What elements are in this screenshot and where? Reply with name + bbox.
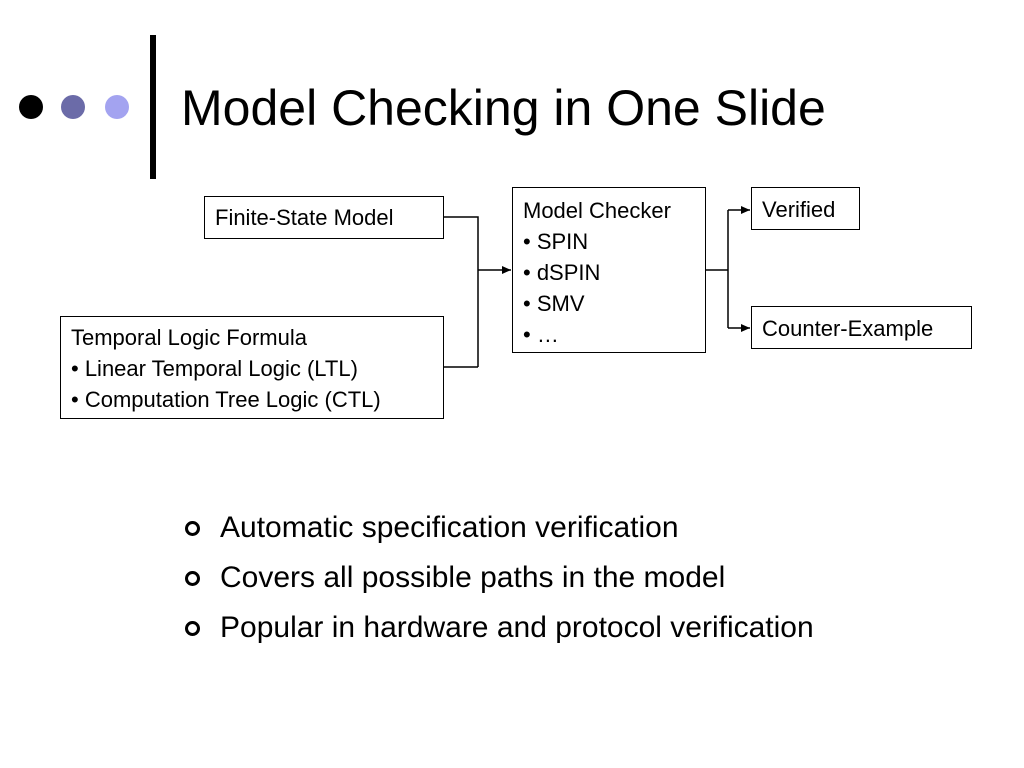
finite-state-model-box: Finite-State Model	[204, 196, 444, 239]
decorative-dot-medium	[61, 95, 85, 119]
bullet-item: Automatic specification verification	[183, 508, 814, 558]
ring-bullet-icon	[185, 621, 200, 636]
model-checker-item-ellipsis: • …	[523, 322, 559, 347]
bullet-list: Automatic specification verification Cov…	[183, 508, 814, 658]
counter-example-box: Counter-Example	[751, 306, 972, 349]
title-divider-bar	[150, 35, 156, 179]
ring-bullet-icon	[185, 571, 200, 586]
counter-example-label: Counter-Example	[762, 316, 934, 341]
verified-label: Verified	[762, 197, 836, 222]
decorative-dot-light	[105, 95, 129, 119]
temporal-logic-heading: Temporal Logic Formula	[71, 325, 307, 350]
bullet-text: Automatic specification verification	[220, 511, 679, 544]
ring-bullet-icon	[185, 521, 200, 536]
model-checker-item-dspin: • dSPIN	[523, 260, 601, 285]
connector-checker-out	[706, 210, 729, 328]
model-checker-item-smv: • SMV	[523, 291, 585, 316]
temporal-logic-formula-box: Temporal Logic Formula • Linear Temporal…	[60, 316, 444, 419]
connector-fsm-to-checker	[444, 216, 479, 367]
decorative-dot-dark	[19, 95, 43, 119]
verified-box: Verified	[751, 187, 860, 230]
model-checker-item-spin: • SPIN	[523, 229, 589, 254]
bullet-item: Covers all possible paths in the model	[183, 558, 814, 608]
bullet-text: Covers all possible paths in the model	[220, 561, 726, 594]
bullet-item: Popular in hardware and protocol verific…	[183, 608, 814, 658]
model-checker-heading: Model Checker	[523, 198, 671, 223]
temporal-logic-item-ctl: • Computation Tree Logic (CTL)	[71, 387, 381, 412]
temporal-logic-item-ltl: • Linear Temporal Logic (LTL)	[71, 356, 358, 381]
slide-title: Model Checking in One Slide	[181, 80, 826, 136]
model-checker-box: Model Checker • SPIN • dSPIN • SMV • …	[512, 187, 706, 353]
bullet-text: Popular in hardware and protocol verific…	[220, 611, 814, 644]
finite-state-model-label: Finite-State Model	[215, 205, 394, 230]
